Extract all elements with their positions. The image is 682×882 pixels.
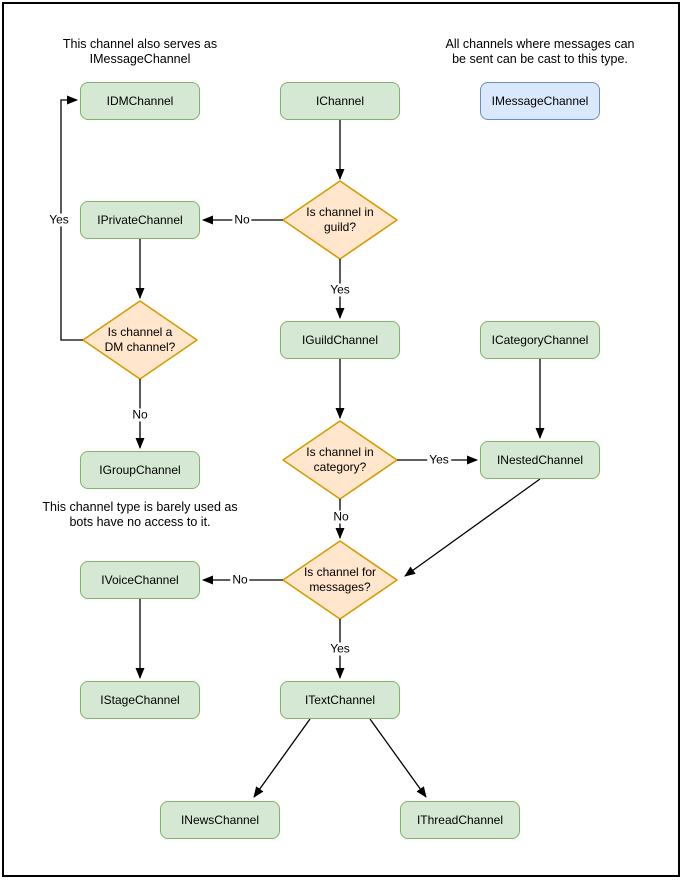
decision-guild-label: Is channel in guild? <box>306 205 374 234</box>
decision-messages-label: Is channel for messages? <box>303 565 377 594</box>
edge-inestedchannel-to-messages-decision <box>404 478 541 577</box>
decision-category-label: Is channel in category? <box>306 445 374 474</box>
edge-label-guild-yes: Yes <box>328 282 352 297</box>
node-inewschannel: INewsChannel <box>160 801 280 839</box>
annotation-message-channel: All channels where messages can be sent … <box>445 37 635 66</box>
edge-label-guild-no: No <box>232 212 252 227</box>
node-imessagechannel: IMessageChannel <box>480 82 600 120</box>
annotation-dm-channel: This channel also serves as IMessageChan… <box>62 37 218 66</box>
annotation-group-channel: This channel type is barely used as bots… <box>42 500 238 529</box>
edge-label-category-yes: Yes <box>427 452 451 467</box>
edge-label-dm-yes: Yes <box>47 212 71 227</box>
edge-label-category-no: No <box>331 509 351 524</box>
node-iguildchannel: IGuildChannel <box>280 321 400 359</box>
edge-itextchannel-to-ithreadchannel <box>369 718 427 798</box>
decision-dm-shape <box>82 300 198 380</box>
edge-label-messages-yes: Yes <box>328 641 352 656</box>
edge-itextchannel-to-inewschannel <box>253 718 311 798</box>
decision-guild-shape <box>282 180 398 260</box>
node-ithreadchannel: IThreadChannel <box>400 801 520 839</box>
node-ichannel: IChannel <box>280 82 400 120</box>
node-iprivatechannel: IPrivateChannel <box>80 201 200 239</box>
edge-label-messages-no: No <box>230 572 250 587</box>
decision-dm-label: Is channel a DM channel? <box>104 325 176 354</box>
node-istagechannel: IStageChannel <box>80 681 200 719</box>
node-inestedchannel: INestedChannel <box>480 441 600 479</box>
node-icategorychannel: ICategoryChannel <box>480 321 600 359</box>
node-itextchannel: ITextChannel <box>280 681 400 719</box>
node-ivoicechannel: IVoiceChannel <box>80 561 200 599</box>
node-idmchannel: IDMChannel <box>80 82 200 120</box>
decision-messages-shape <box>282 540 398 620</box>
node-igroupchannel: IGroupChannel <box>80 451 200 489</box>
edge-label-dm-no: No <box>130 407 150 422</box>
